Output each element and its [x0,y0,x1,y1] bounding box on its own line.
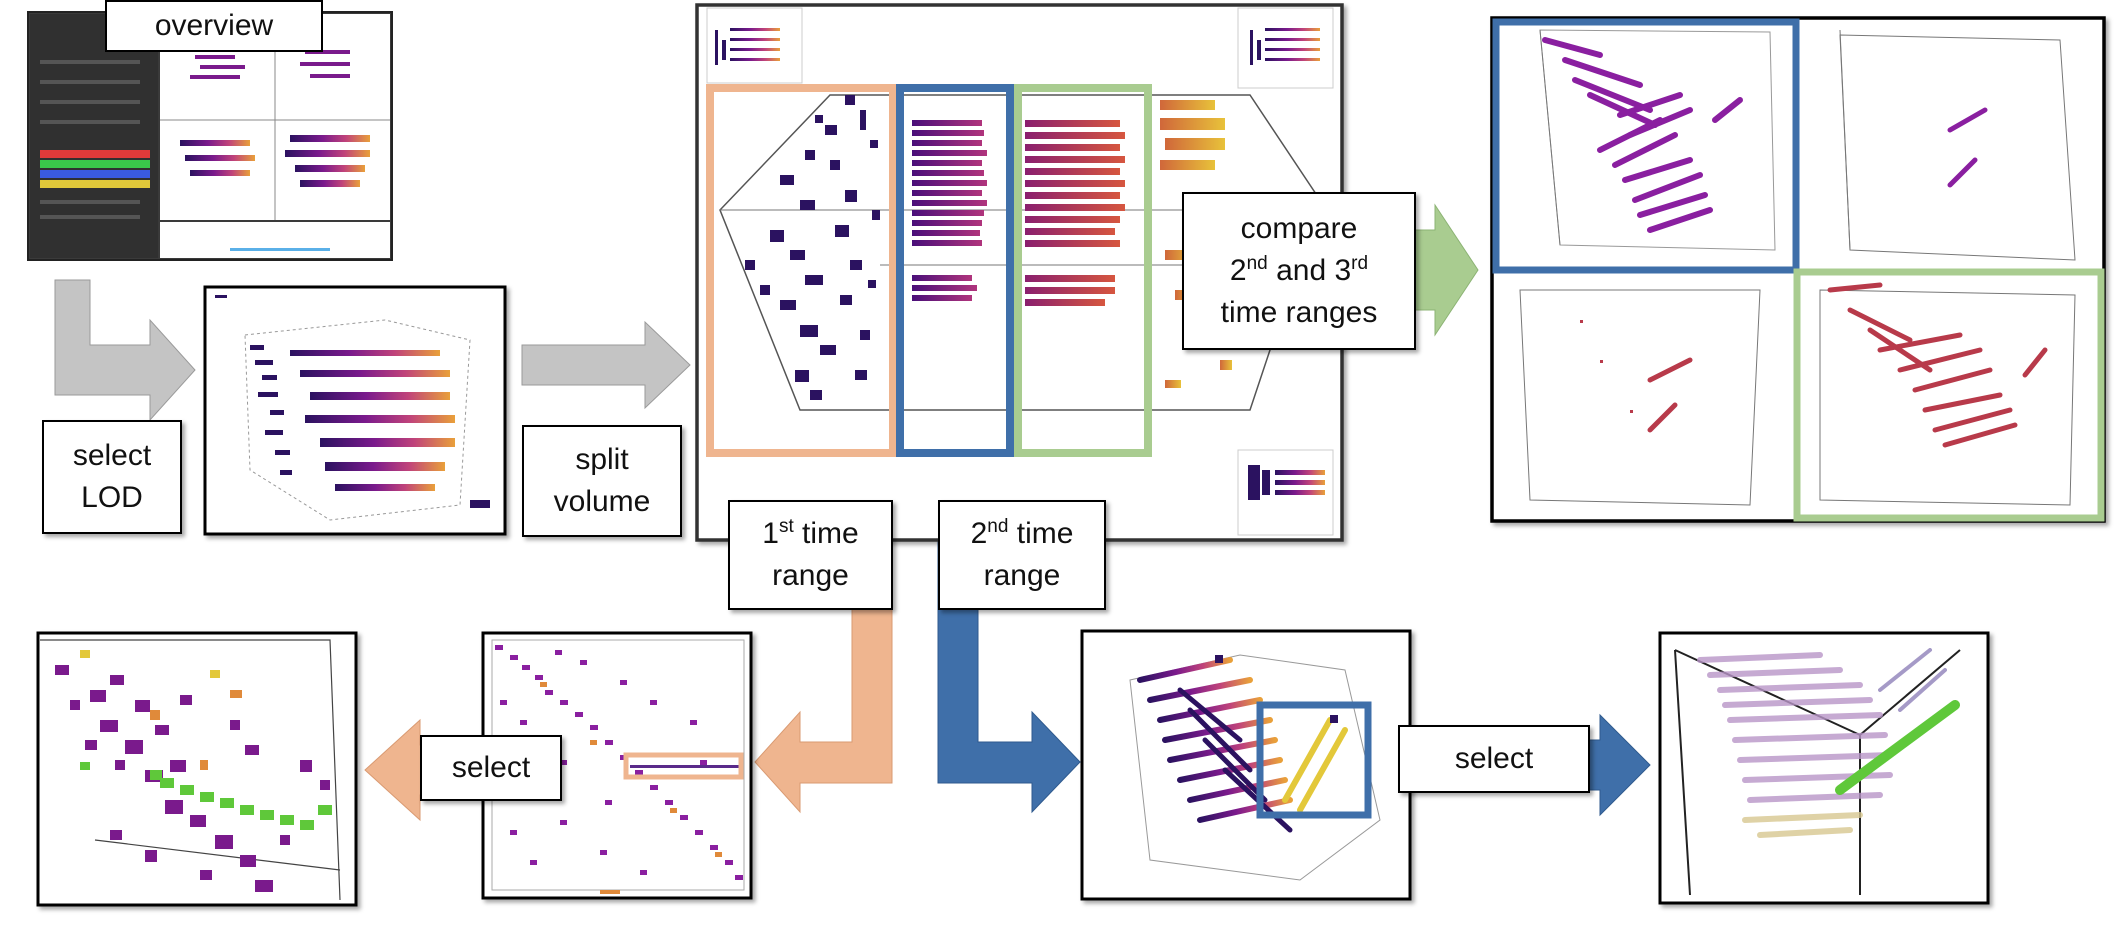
section-second-time-range-bars [912,120,987,301]
second-range-quadrant-highlight [1492,18,1800,274]
compare-label: compare 2nd and 3rd time ranges [1182,192,1416,350]
selected-bars-view [1658,631,1990,905]
split-volume-label: split volume [522,425,682,537]
second-time-range-label: 2nd time range [938,500,1106,610]
overview-label: overview [105,0,323,52]
arrow-split-volume [521,320,691,410]
minimap-top-right [1237,7,1334,89]
compare-grid-view [1490,16,2106,523]
selected-green-bar [1835,700,1960,795]
section-third-time-range-bars [1025,120,1125,306]
select-right-label: select [1398,725,1590,793]
minimap-bottom-right [1237,449,1334,536]
second-time-range-highlight [896,84,1014,457]
third-time-range-highlight [1014,84,1152,457]
arrow-select-lod [54,279,196,422]
lod-volume-view [203,285,507,536]
first-time-range-label: 1st time range [728,500,893,610]
select-left-label: select [420,735,562,801]
first-time-range-highlight [706,84,897,457]
select-lod-label: select LOD [42,420,182,534]
zoomed-glyph-view [36,631,358,907]
selected-glyph-path [80,762,332,830]
section-first-time-range-glyphs [745,95,880,400]
minimap-top-left [706,7,803,84]
selection-box-highlight [1256,701,1372,819]
second-range-volume-view [1080,629,1412,901]
third-range-quadrant-highlight [1793,268,2105,522]
matrix-row-highlight [623,752,744,780]
